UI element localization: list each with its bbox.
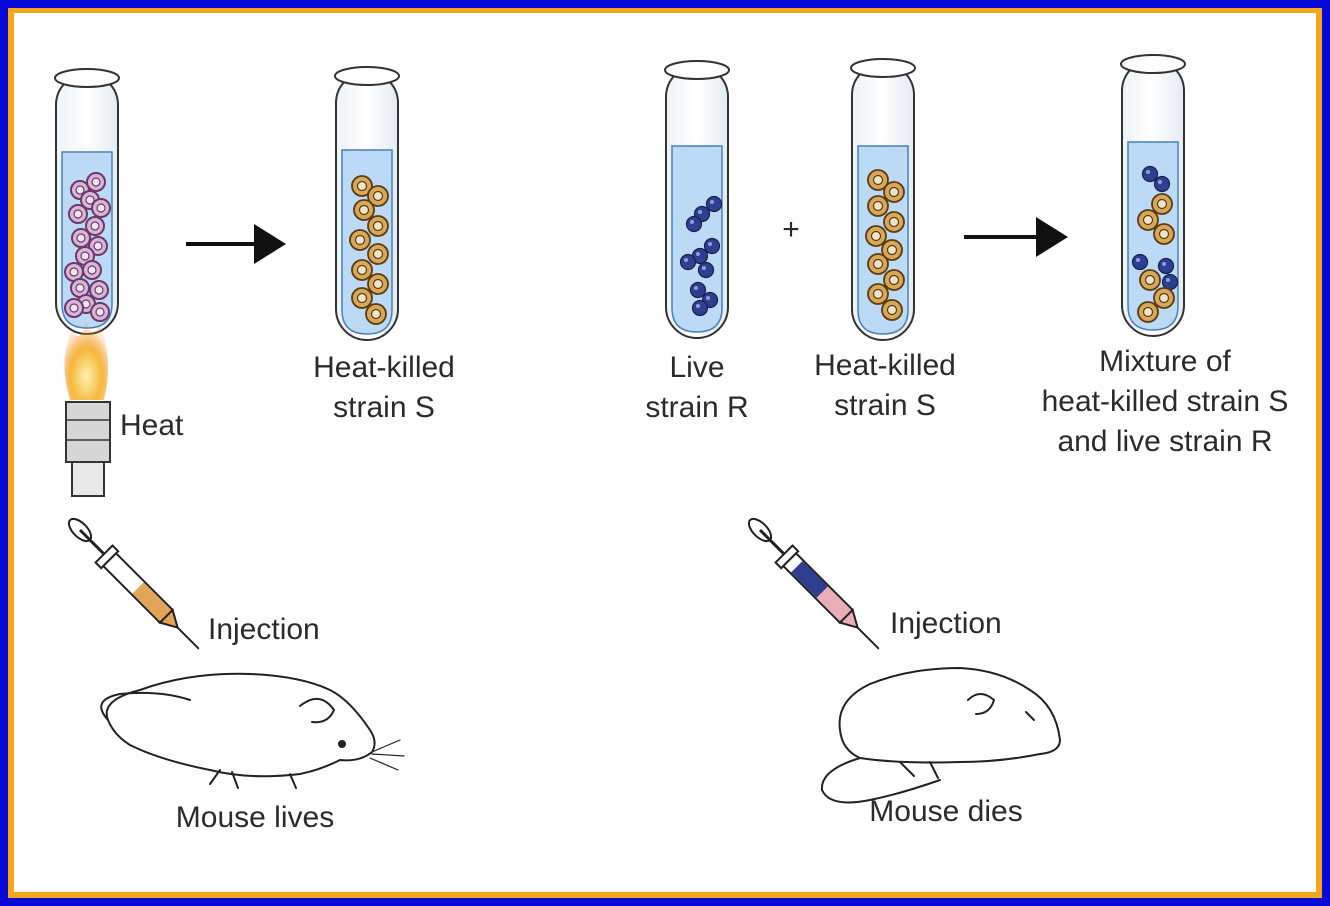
label-line: Live — [632, 348, 762, 388]
plus-sign: + — [776, 210, 806, 250]
live-strain-r-label: Live strain R — [632, 348, 762, 428]
label-line: strain R — [632, 388, 762, 428]
heat-label: Heat — [120, 406, 183, 446]
mouse-lives-label: Mouse lives — [150, 798, 360, 838]
label-line: and live strain R — [1016, 422, 1314, 462]
test-tube-icon — [55, 69, 119, 334]
injection-label-left: Injection — [208, 610, 320, 650]
label-line: strain S — [796, 386, 974, 426]
mixture-label: Mixture of heat-killed strain S and live… — [1016, 342, 1314, 462]
test-tube-icon — [1121, 55, 1185, 336]
test-tube-icon — [665, 61, 729, 338]
syringe-icon — [62, 512, 208, 658]
label-line: Heat-killed — [796, 346, 974, 386]
mouse-icon — [101, 674, 404, 788]
test-tube-icon — [851, 59, 915, 340]
label-line: Heat-killed — [296, 348, 472, 388]
flame-icon — [64, 322, 108, 400]
heat-killed-strain-s-label-1: Heat-killed strain S — [296, 348, 472, 428]
mouse-dies-label: Mouse dies — [846, 792, 1046, 832]
heat-killed-strain-s-label-2: Heat-killed strain S — [796, 346, 974, 426]
mouse-icon — [822, 668, 1060, 802]
label-line: Mixture of — [1016, 342, 1314, 382]
test-tube-icon — [335, 67, 399, 340]
syringe-icon — [742, 512, 888, 658]
label-line: strain S — [296, 388, 472, 428]
burner-icon — [66, 402, 110, 496]
injection-label-right: Injection — [890, 604, 1002, 644]
label-line: heat-killed strain S — [1016, 382, 1314, 422]
